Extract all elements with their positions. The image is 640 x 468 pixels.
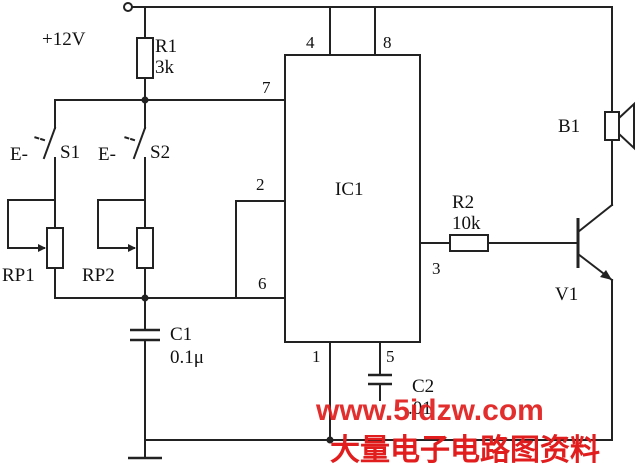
pin-8-label: 8	[383, 33, 392, 52]
rp1-label: RP1	[2, 265, 35, 286]
watermark-cn: 大量电子电路图资料	[330, 433, 600, 468]
pin4-pin8-wire	[329, 6, 376, 56]
s2-switch	[122, 126, 147, 160]
v1-transistor	[576, 203, 614, 282]
supply-label: +12V	[42, 29, 86, 50]
junction-dot	[141, 294, 149, 302]
pin-4-label: 4	[306, 33, 315, 52]
junction-dot	[326, 436, 334, 444]
c2-capacitor	[368, 373, 392, 401]
pin2-wire	[235, 200, 286, 299]
s2-name-label: S2	[150, 142, 170, 163]
watermark-site: www.5idzw.com	[315, 394, 544, 427]
s1-switch	[32, 126, 57, 160]
rp2-potentiometer	[97, 199, 154, 269]
r1-resistor	[136, 37, 154, 79]
v1-label: V1	[555, 284, 578, 305]
ic1-label: IC1	[335, 179, 364, 200]
junction-dot	[141, 96, 149, 104]
supply-terminal	[123, 2, 133, 12]
c2-name-label: C2	[412, 376, 434, 397]
r1-value-label: 3k	[155, 57, 175, 78]
wires	[54, 6, 613, 441]
r2-value-label-visible: 10k	[452, 213, 481, 234]
rp1-potentiometer	[7, 199, 64, 269]
c1-value-label: 0.1μ	[170, 347, 204, 368]
s1-e-label: E-	[10, 144, 28, 165]
pin-7-label: 7	[262, 78, 271, 97]
pin-5-label: 5	[386, 347, 395, 366]
ic1-body	[284, 54, 421, 343]
c1-name-label: C1	[170, 324, 192, 345]
r2-name-label: R2	[452, 192, 474, 213]
rp2-label: RP2	[82, 265, 115, 286]
c2-value-label: .01	[408, 398, 432, 419]
s2-e-label: E-	[98, 144, 116, 165]
ground-symbol	[128, 439, 162, 460]
s1-name-label: S1	[60, 142, 80, 163]
junctions	[141, 96, 334, 444]
c1-capacitor	[130, 328, 160, 342]
pin-2-label: 2	[256, 175, 265, 194]
pin-6-label: 6	[258, 274, 267, 293]
r2-resistor	[449, 234, 489, 252]
b1-label: B1	[558, 116, 580, 137]
pin-3-label: 3	[432, 259, 441, 278]
pin-1-label: 1	[312, 347, 321, 366]
r1-name-label: R1	[155, 36, 177, 57]
b1-speaker	[604, 101, 635, 151]
